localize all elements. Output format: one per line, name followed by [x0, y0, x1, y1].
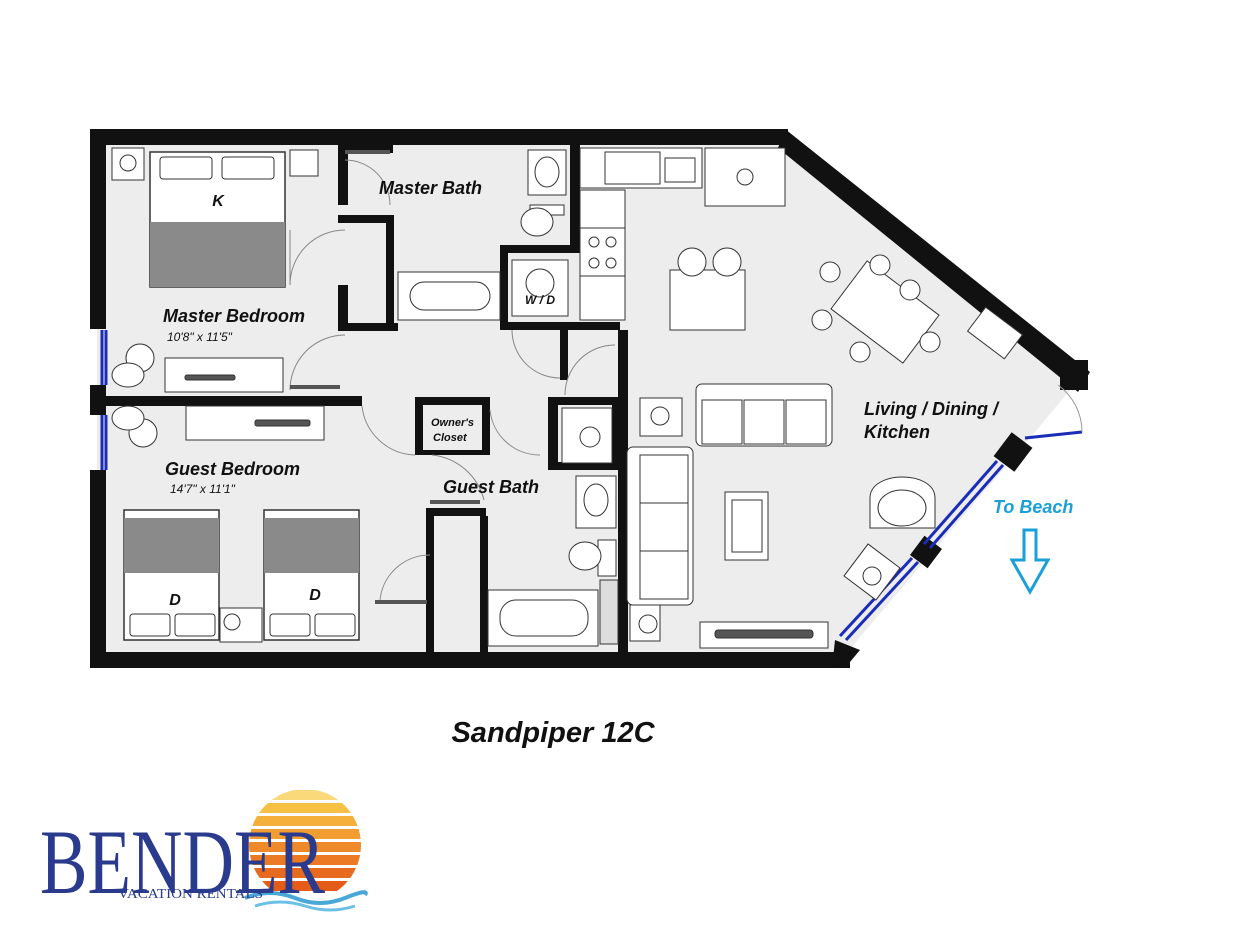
outer-walls — [90, 129, 1090, 668]
master-bedroom-dims: 10'8" x 11'5" — [167, 330, 233, 344]
door-swings — [289, 159, 616, 601]
logo-tagline: VACATION RENTALS — [118, 887, 263, 902]
owners-closet-line1: Owner's — [431, 417, 474, 429]
double-bed-right — [263, 509, 360, 641]
owners-closet-line2: Closet — [433, 432, 468, 444]
guest-bath-label: Guest Bath — [443, 477, 539, 497]
door-leaves — [290, 150, 480, 604]
entry-door-swing — [1057, 384, 1083, 433]
master-bedroom-label: Master Bedroom — [163, 306, 305, 326]
beach-arrow-icon — [1009, 528, 1051, 596]
guest-bedroom-dims: 14'7" x 11'1" — [170, 482, 236, 496]
dressers — [164, 149, 325, 441]
logo-name: BENDER — [40, 811, 325, 913]
king-bed — [149, 151, 286, 288]
king-bed-label: K — [212, 193, 225, 210]
kitchen-fixtures — [579, 147, 786, 331]
plan-title: Sandpiper 12C — [451, 717, 655, 749]
living-furniture — [626, 383, 936, 649]
washer-dryer-label: W / D — [525, 293, 555, 307]
washer-dryer — [511, 259, 569, 317]
bender-logo — [244, 790, 368, 912]
dining-table — [811, 254, 1024, 364]
interior-walls — [90, 145, 628, 660]
guest-bedroom-label: Guest Bedroom — [165, 459, 300, 479]
to-beach-label: To Beach — [993, 497, 1073, 517]
double-bed-left — [123, 509, 220, 641]
master-bath-label: Master Bath — [379, 178, 482, 198]
bedroom-chairs — [111, 343, 158, 448]
double-bed-right-label: D — [309, 587, 321, 604]
guest-bath-fixtures — [487, 407, 619, 647]
master-bath-fixtures — [397, 149, 567, 321]
living-label-line2: Kitchen — [864, 422, 930, 442]
double-bed-left-label: D — [169, 592, 181, 609]
living-label-line1: Living / Dining / — [864, 399, 1000, 419]
